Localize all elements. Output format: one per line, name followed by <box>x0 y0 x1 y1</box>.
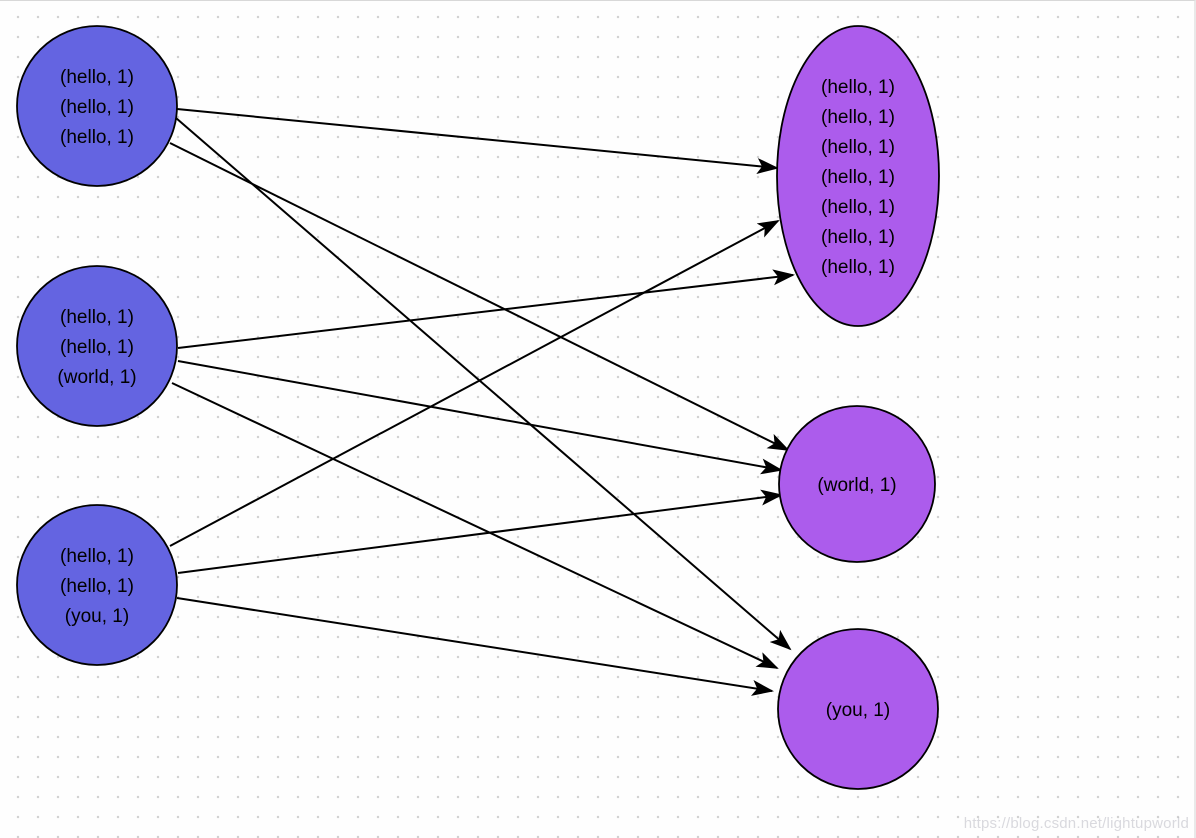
edge-map-task-2-to-reduce-world <box>177 360 783 475</box>
reduce-hello-label-0: (hello, 1) <box>821 77 895 98</box>
map-task-2-label-0: (hello, 1) <box>60 307 134 328</box>
map-task-1-label-1: (hello, 1) <box>60 97 134 118</box>
edge-map-task-2-to-reduce-hello <box>177 269 795 349</box>
reduce-world-label-0: (world, 1) <box>817 475 896 496</box>
map-task-3-label-1: (hello, 1) <box>60 576 134 597</box>
edge-map-task-2-to-reduce-you <box>171 382 779 669</box>
reduce-you-label-0: (you, 1) <box>826 700 890 721</box>
map-task-3-shape <box>16 504 178 666</box>
reduce-world-node: (world, 1) <box>778 405 936 563</box>
map-task-1-label-2: (hello, 1) <box>60 127 134 148</box>
map-task-2-node: (hello, 1) (hello, 1) (world, 1) <box>16 265 178 427</box>
reduce-hello-label-1: (hello, 1) <box>821 107 895 128</box>
reduce-hello-label-5: (hello, 1) <box>821 227 895 248</box>
edge-map-task-3-to-reduce-hello <box>169 220 780 547</box>
map-task-1-label-0: (hello, 1) <box>60 67 134 88</box>
map-task-3-label-0: (hello, 1) <box>60 546 134 567</box>
edge-map-task-1-to-reduce-world <box>169 142 790 451</box>
edge-map-task-1-to-reduce-hello <box>176 108 779 175</box>
map-task-2-label-1: (hello, 1) <box>60 337 134 358</box>
map-task-3-label-2: (you, 1) <box>65 606 129 627</box>
map-task-1-shape <box>16 25 178 187</box>
edge-map-task-3-to-reduce-world <box>177 489 783 574</box>
map-task-1-node: (hello, 1) (hello, 1) (hello, 1) <box>16 25 178 187</box>
reduce-you-node: (you, 1) <box>777 628 939 790</box>
edge-map-task-1-to-reduce-you <box>175 117 792 651</box>
map-task-3-node: (hello, 1) (hello, 1) (you, 1) <box>16 504 178 666</box>
reduce-hello-node: (hello, 1) (hello, 1) (hello, 1) (hello, 1)… <box>776 25 940 327</box>
reduce-hello-label-2: (hello, 1) <box>821 137 895 158</box>
map-task-2-shape <box>16 265 178 427</box>
reduce-hello-label-6: (hello, 1) <box>821 257 895 278</box>
reduce-you-shape <box>777 628 939 790</box>
reduce-hello-label-4: (hello, 1) <box>821 197 895 218</box>
edge-map-task-3-to-reduce-you <box>176 597 774 696</box>
reduce-hello-shape <box>776 25 940 327</box>
reduce-world-shape <box>778 405 936 563</box>
reduce-hello-label-3: (hello, 1) <box>821 167 895 188</box>
map-task-2-label-2: (world, 1) <box>57 367 136 388</box>
watermark-text: https://blog.csdn.net/lightupworld <box>963 815 1189 832</box>
